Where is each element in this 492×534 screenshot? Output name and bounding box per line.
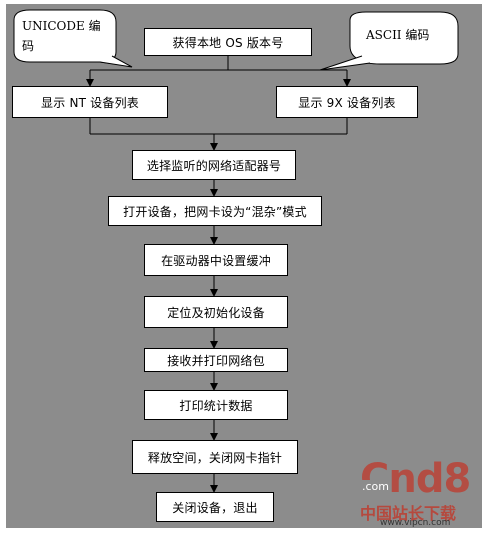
left-callout-bubble bbox=[13, 9, 131, 67]
watermark-url: www.vipcn.com bbox=[380, 518, 451, 528]
node-receive-print: 接收并打印网络包 bbox=[144, 348, 288, 372]
node-open-device: 打开设备，把网卡设为“混杂”模式 bbox=[108, 196, 322, 226]
watermark-brand: Cnd8 bbox=[360, 456, 471, 502]
right-callout-tail bbox=[319, 55, 371, 71]
watermark-cn-text: 中国站长下载 bbox=[360, 504, 457, 523]
watermark-logo: Cnd8 .com 中国站长下载 www.vipcn.com bbox=[346, 456, 484, 530]
right-callout-label: ASCII 编码 bbox=[366, 28, 430, 42]
node-get-os-version: 获得本地 OS 版本号 bbox=[144, 28, 312, 56]
watermark-domain: .com bbox=[362, 480, 389, 493]
node-close-exit: 关闭设备，退出 bbox=[156, 492, 274, 522]
node-set-buffer: 在驱动器中设置缓冲 bbox=[144, 244, 288, 276]
left-callout-line1: UNICODE 编 bbox=[22, 19, 101, 33]
node-print-stats: 打印统计数据 bbox=[144, 390, 288, 420]
node-locate-init: 定位及初始化设备 bbox=[144, 296, 288, 328]
node-select-adapter: 选择监听的网络适配器号 bbox=[132, 150, 296, 180]
left-callout-tail bbox=[99, 55, 133, 68]
node-release: 释放空间，关闭网卡指针 bbox=[132, 440, 298, 474]
node-show-9x-devices: 显示 9X 设备列表 bbox=[276, 86, 418, 118]
node-show-nt-devices: 显示 NT 设备列表 bbox=[12, 86, 168, 118]
left-callout-line2: 码 bbox=[22, 39, 35, 53]
left-callout-label: UNICODE 编 码 bbox=[22, 16, 101, 56]
